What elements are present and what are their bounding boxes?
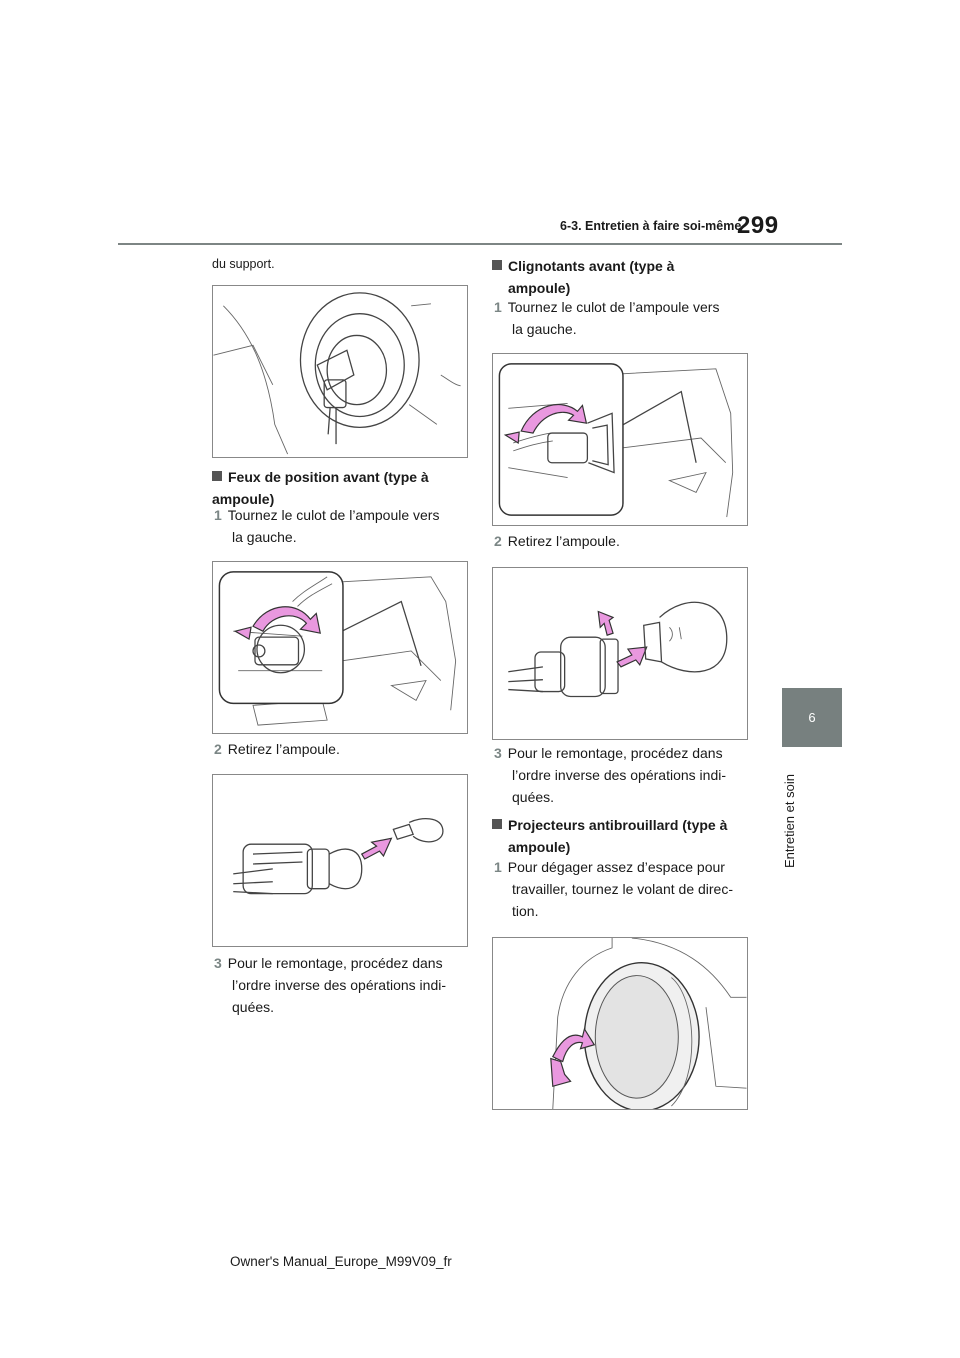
header-section-title: 6-3. Entretien à faire soi-même	[560, 219, 742, 233]
header-divider	[118, 243, 842, 245]
step-text-line: la gauche.	[232, 529, 297, 545]
figure-position-light-turn	[212, 561, 468, 734]
step-text-line: la gauche.	[512, 321, 577, 337]
step-3-turn-signals: 3 Pour le remontage, procédez dans l’ordr…	[494, 742, 726, 808]
heading-bullet-icon	[212, 471, 222, 481]
step-1-position-lights: 1 Tournez le culot de l’ampoule vers la g…	[214, 504, 439, 548]
step-number: 1	[494, 299, 502, 315]
heading-text-line: Clignotants avant (type à	[508, 258, 675, 274]
step-number: 1	[214, 507, 222, 523]
heading-bullet-icon	[492, 260, 502, 270]
figure-position-light-bulb-removal	[212, 774, 468, 947]
heading-text-line: ampoule)	[508, 280, 571, 296]
step-text-line: tion.	[512, 903, 539, 919]
section-heading-turn-signals: Clignotants avant (type à ampoule)	[492, 255, 748, 299]
chapter-tab: 6	[782, 688, 842, 747]
turn-signal-turn-illustration	[498, 363, 734, 518]
step-text-line: quées.	[232, 999, 275, 1015]
step-number: 2	[494, 533, 502, 549]
step-text-line: Pour le remontage, procédez dans	[227, 955, 443, 971]
step-number: 2	[214, 741, 222, 757]
position-light-turn-illustration	[218, 571, 457, 726]
step-text-line: l’ordre inverse des opérations indi-	[512, 767, 726, 783]
section-heading-fog-lights: Projecteurs antibrouillard (type à ampou…	[492, 814, 748, 858]
figure-turn-signal-turn	[492, 353, 748, 526]
heading-text-line: Projecteurs antibrouillard (type à	[508, 817, 728, 833]
heading-bullet-icon	[492, 819, 502, 829]
front-wheel-turn-illustration	[550, 938, 747, 1109]
step-number: 3	[494, 745, 502, 761]
step-text-line: l’ordre inverse des opérations indi-	[232, 977, 446, 993]
step-3-position-lights: 3 Pour le remontage, procédez dans l’ordr…	[214, 952, 446, 1018]
step-2-turn-signals: 2 Retirez l’ampoule.	[494, 530, 620, 552]
chapter-number: 6	[808, 710, 816, 725]
step-1-fog-lights: 1 Pour dégager assez d’espace pour travai…	[494, 856, 733, 922]
figure-headlight-socket	[212, 285, 468, 458]
step-text-line: Retirez l’ampoule.	[227, 741, 340, 757]
chapter-title-text: Entretien et soin	[782, 774, 797, 868]
step-1-turn-signals: 1 Tournez le culot de l’ampoule vers la g…	[494, 296, 719, 340]
step-text-line: Tournez le culot de l’ampoule vers	[227, 507, 440, 523]
figure-front-wheel-turn	[492, 937, 748, 1110]
step-text-line: travailler, tournez le volant de direc-	[512, 881, 733, 897]
step-text-line: Retirez l’ampoule.	[507, 533, 620, 549]
step-number: 1	[494, 859, 502, 875]
heading-text-line: ampoule)	[508, 839, 571, 855]
section-heading-position-lights: Feux de position avant (type à ampoule)	[212, 466, 468, 510]
position-bulb-removal-illustration	[233, 817, 444, 895]
step-number: 3	[214, 955, 222, 971]
turn-signal-bulb-removal-illustration	[508, 601, 728, 698]
step-text-line: Pour dégager assez d’espace pour	[507, 859, 725, 875]
step-2-position-lights: 2 Retirez l’ampoule.	[214, 738, 340, 760]
step-text-line: Tournez le culot de l’ampoule vers	[507, 299, 720, 315]
step-text-line: quées.	[512, 789, 555, 805]
chapter-title: Entretien et soin	[780, 772, 800, 868]
intro-text: du support.	[212, 257, 275, 271]
step-text-line: Pour le remontage, procédez dans	[507, 745, 723, 761]
figure-turn-signal-bulb-removal	[492, 567, 748, 740]
headlight-socket-illustration	[213, 292, 461, 455]
page-number: 299	[737, 212, 779, 239]
footer-manual-id: Owner's Manual_Europe_M99V09_fr	[230, 1254, 452, 1269]
heading-text: Feux de position avant (type à ampoule)	[212, 469, 429, 507]
